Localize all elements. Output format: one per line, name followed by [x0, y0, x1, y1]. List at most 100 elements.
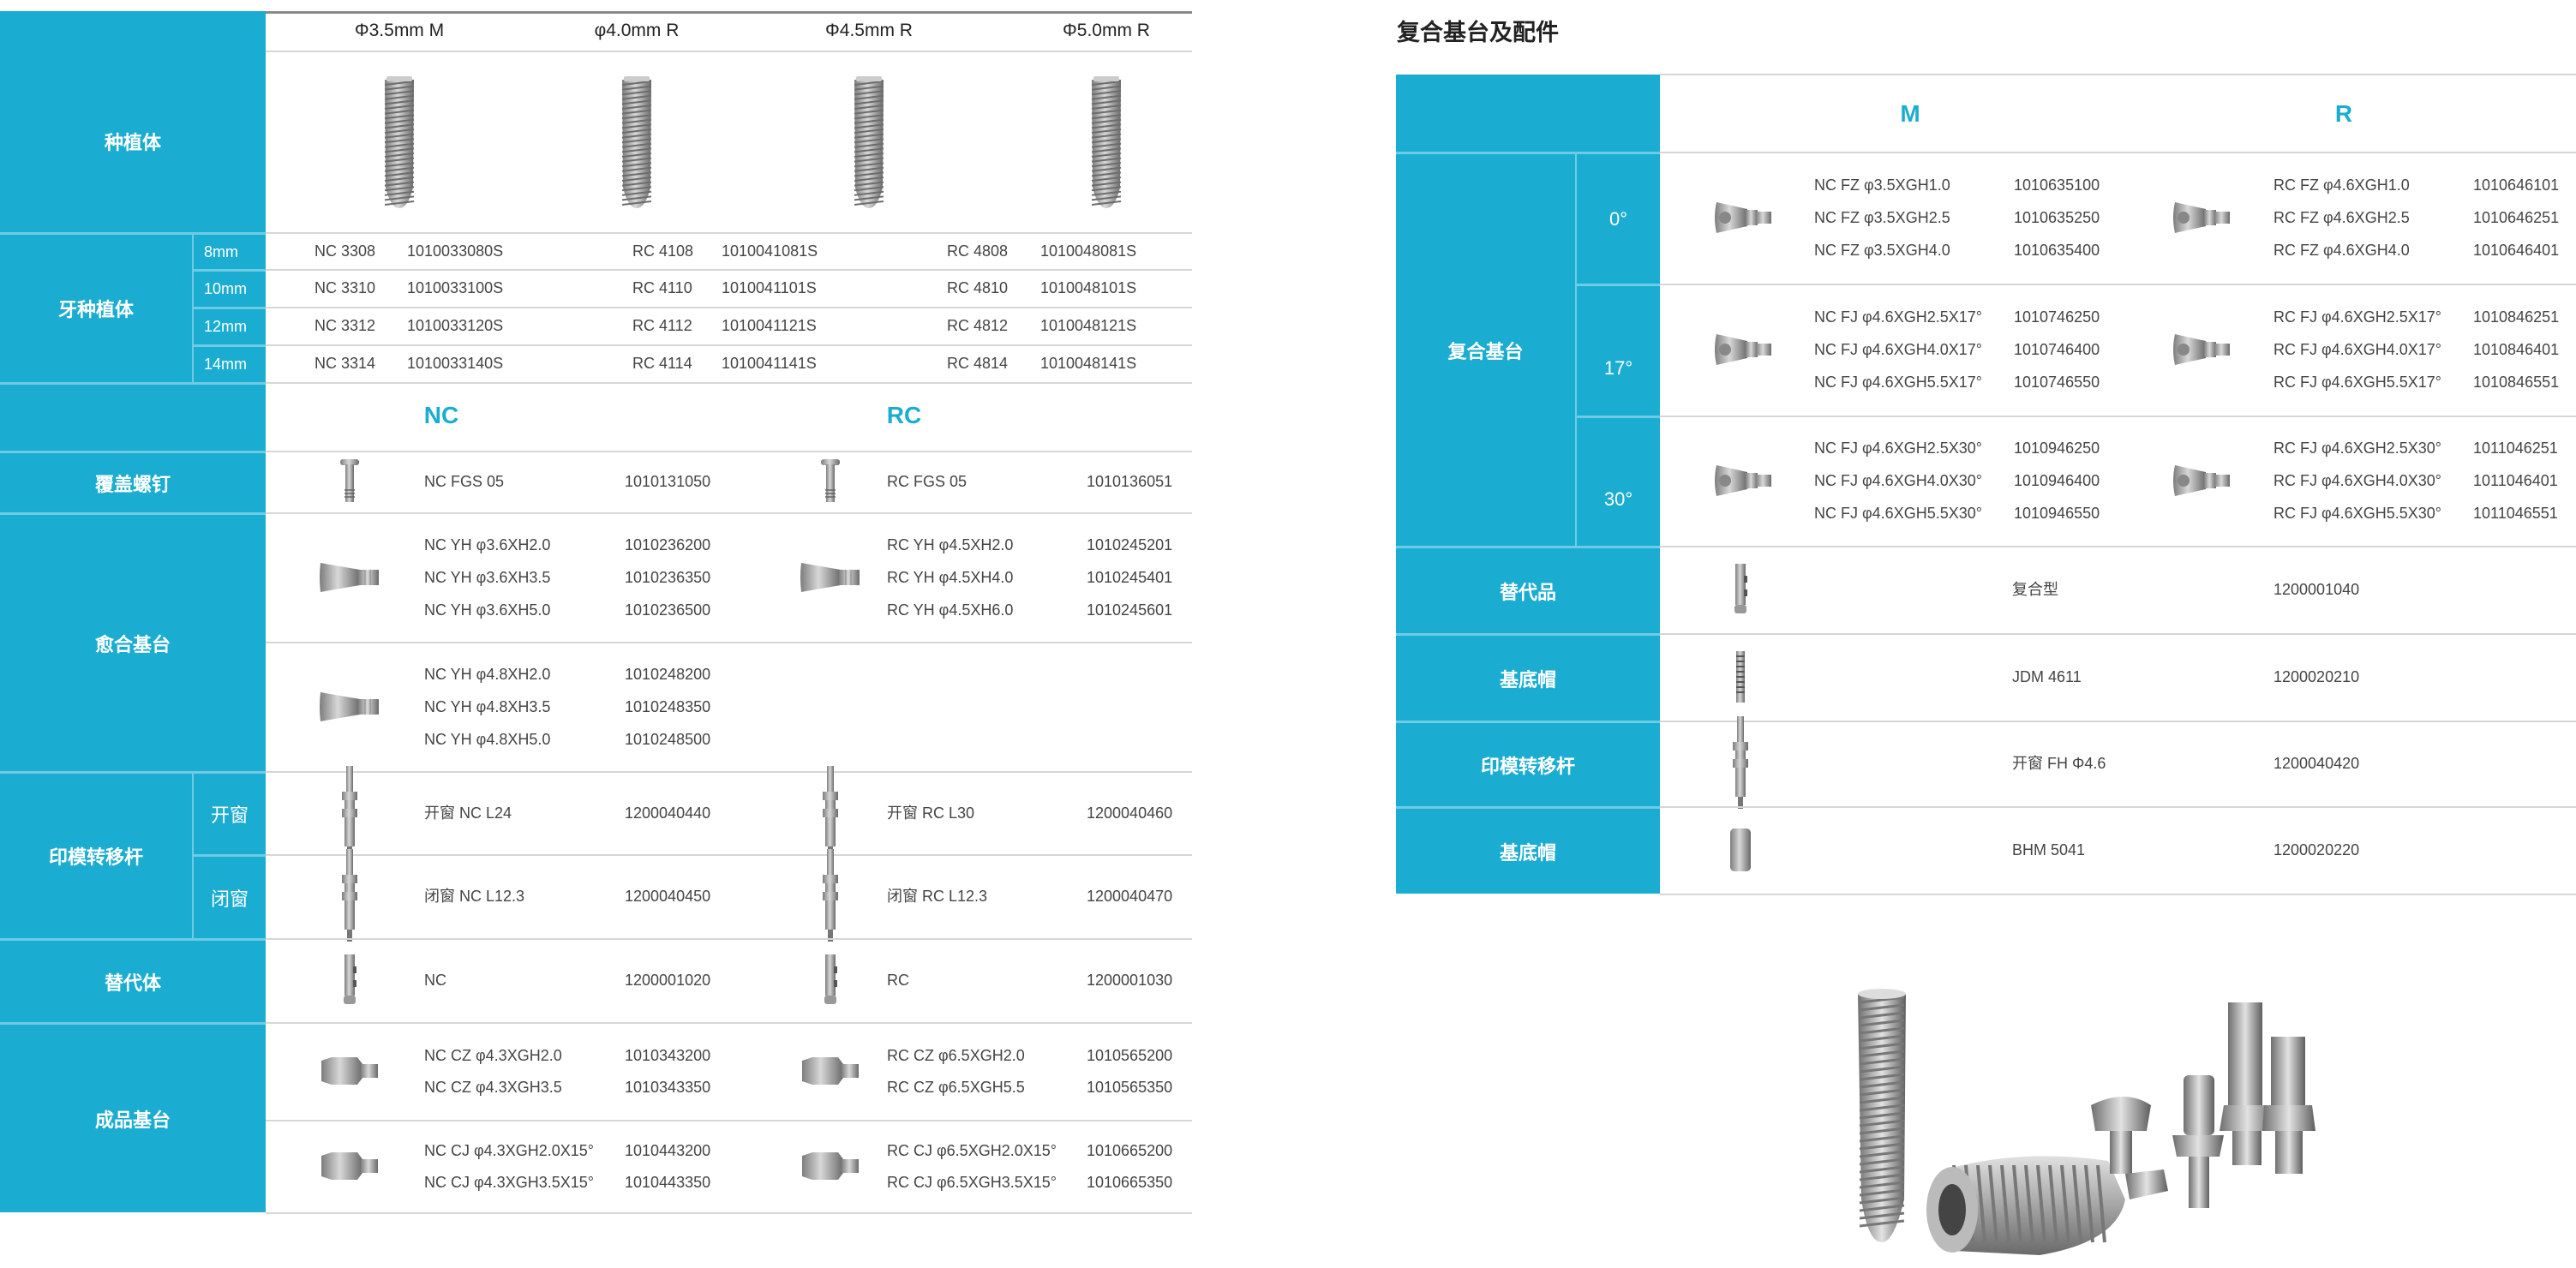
- size-label: 8mm: [192, 232, 266, 269]
- healing-abutment-nc-label: NC YH φ4.8XH3.5: [424, 697, 551, 715]
- composite-m-icon: [1713, 460, 1775, 501]
- composite-m-label: NC FJ φ4.6XGH2.5X17°: [1814, 308, 1982, 326]
- stock-abutment-rc-icon: [800, 1149, 860, 1183]
- composite-r-code: 1010646101: [2473, 176, 2560, 194]
- row-divider: [1660, 806, 2576, 808]
- healing-abutment-rc-code: 1010245401: [1087, 568, 1173, 586]
- implant-code: 1010041081S: [722, 242, 818, 260]
- healing-abutment-label: 愈合基台: [0, 512, 266, 771]
- impression-transfer-rc-code: 1200040460: [1087, 804, 1173, 822]
- implant-model: NC 3312: [315, 317, 376, 334]
- healing-abutment-rc-label: RC YH φ4.5XH4.0: [887, 568, 1014, 586]
- impression-transfer-nc-label: 闭窗 NC L12.3: [424, 888, 525, 905]
- composite-m-code: 1010946550: [2014, 505, 2100, 522]
- implant-model: RC 4110: [632, 279, 692, 296]
- stock-abutment-rc-code: 1010565350: [1087, 1078, 1173, 1096]
- row-divider: [266, 854, 1192, 856]
- sizes-group-label: 牙种植体: [0, 232, 192, 382]
- stock-abutment-rc-icon: [800, 1054, 860, 1088]
- cover-screw-nc-label: NC FGS 05: [424, 473, 505, 490]
- impression-transfer-rc-label: 开窗 RC L30: [887, 804, 975, 822]
- composite-m-label: NC FZ φ3.5XGH2.5: [1814, 209, 1950, 226]
- size-label: 10mm: [192, 269, 266, 307]
- implant-code: 1010041121S: [722, 317, 817, 334]
- impression-transfer-sub-label: 闭窗: [192, 854, 266, 938]
- implant-model: RC 4112: [632, 317, 692, 334]
- row-divider: [266, 382, 1192, 384]
- angle-label: 30°: [1575, 416, 1660, 546]
- implant-model: RC 4108: [632, 242, 694, 260]
- composite-m-label: NC FZ φ3.5XGH1.0: [1814, 176, 1950, 194]
- healing-abutment-nc-code: 1010236500: [625, 601, 711, 619]
- table-bottom-rule: [266, 1212, 1192, 1214]
- row-divider: [266, 269, 1192, 271]
- cover-screw-nc-code: 1010131050: [625, 473, 711, 490]
- cover-screw-rc-icon: [819, 459, 842, 504]
- healing-abutment-rc-icon: [800, 559, 861, 595]
- implant-icon: [852, 76, 886, 210]
- healing-abutment-nc-code: 1010248200: [625, 665, 711, 683]
- implant-icon: [1089, 76, 1123, 210]
- composite-r-icon: [2172, 460, 2233, 501]
- composite-r-label: RC FJ φ4.6XGH5.5X17°: [2273, 374, 2441, 391]
- cover-screw-label: 覆盖螺钉: [0, 451, 266, 512]
- row-divider: [1660, 546, 2576, 547]
- composite-r-icon: [2172, 329, 2233, 370]
- table-top-rule: [266, 11, 1192, 14]
- healing-abutment-nc-label: NC YH φ3.6XH3.5: [424, 568, 551, 586]
- healing-abutment-nc-label: NC YH φ4.8XH2.0: [424, 665, 551, 683]
- composite-r-label: RC FJ φ4.6XGH2.5X30°: [2273, 440, 2441, 457]
- implant-model: RC 4808: [947, 242, 1009, 260]
- base-cap-name: BHM 5041: [2012, 841, 2086, 858]
- stock-abutment-nc-label: NC CJ φ4.3XGH3.5X15°: [424, 1173, 594, 1191]
- row-divider: [266, 642, 1192, 643]
- col-m-label: M: [1900, 100, 1920, 127]
- composite-m-label: NC FJ φ4.6XGH5.5X17°: [1814, 374, 1982, 391]
- impression-transfer-nc-label: 开窗 NC L24: [424, 804, 512, 822]
- analog-label: 替代品: [1396, 546, 1660, 633]
- composite-m-icon: [1713, 329, 1775, 370]
- stock-abutment-rc-label: RC CZ φ6.5XGH2.0: [887, 1046, 1025, 1064]
- table-bottom-rule: [1660, 894, 2576, 895]
- stock-abutment-nc-code: 1010443200: [625, 1141, 711, 1159]
- healing-abutment-rc-label: RC YH φ4.5XH2.0: [887, 535, 1014, 553]
- table-top-rule: [1660, 74, 2576, 75]
- implant-code: 1010041101S: [722, 279, 817, 296]
- healing-abutment-nc-code: 1010248500: [625, 730, 711, 748]
- analog-rc-code: 1200001030: [1087, 972, 1173, 989]
- stock-abutment-rc-code: 1010665350: [1087, 1173, 1173, 1191]
- stock-abutment-nc-code: 1010343350: [625, 1078, 711, 1096]
- composite-r-label: RC FZ φ4.6XGH1.0: [2273, 176, 2410, 194]
- stock-abutment-nc-code: 1010343200: [625, 1046, 711, 1064]
- row-divider: [266, 771, 1192, 773]
- healing-abutment-rc-label: RC YH φ4.5XH6.0: [887, 601, 1014, 619]
- row-divider: [266, 51, 1192, 52]
- cover-screw-rc-code: 1010136051: [1087, 473, 1173, 490]
- impression-transfer-rc-icon: [818, 765, 842, 860]
- impression-transfer-name: 开窗 FH Φ4.6: [2012, 755, 2106, 772]
- base-cap-spring-name: JDM 4611: [2012, 668, 2082, 685]
- cover-screw-rc-label: RC FGS 05: [887, 473, 967, 490]
- composite-r-code: 1011046251: [2473, 440, 2558, 457]
- composite-r-label: RC FJ φ4.6XGH5.5X30°: [2273, 505, 2441, 522]
- impression-transfer-nc-code: 1200040450: [625, 888, 711, 905]
- row-divider: [266, 512, 1192, 514]
- composite-r-code: 1011046551: [2473, 505, 2558, 522]
- stock-abutment-nc-label: NC CJ φ4.3XGH2.0X15°: [424, 1141, 594, 1159]
- healing-abutment-nc-label: NC YH φ3.6XH5.0: [424, 601, 551, 619]
- impression-transfer-nc-icon: [338, 765, 362, 860]
- composite-m-code: 1010746250: [2014, 308, 2100, 326]
- analog-label: 替代体: [0, 938, 266, 1022]
- impression-transfer-label: 印模转移杆: [1396, 721, 1660, 806]
- composite-r-code: 1010646401: [2473, 242, 2560, 259]
- row-divider: [1660, 284, 2576, 285]
- composite-abutment-label: 复合基台: [1396, 152, 1575, 546]
- stock-abutment-label: 成品基台: [0, 1022, 266, 1212]
- stock-abutment-rc-label: RC CZ φ6.5XGH5.5: [887, 1078, 1025, 1096]
- implant-code: 1010048081S: [1040, 242, 1137, 260]
- composite-m-code: 1010635250: [2014, 209, 2100, 226]
- row-divider: [1660, 721, 2576, 722]
- healing-abutment-nc-code: 1010236200: [625, 535, 711, 553]
- header-blank-cell: [1396, 75, 1660, 152]
- composite-m-label: NC FJ φ4.6XGH5.5X30°: [1814, 505, 1982, 522]
